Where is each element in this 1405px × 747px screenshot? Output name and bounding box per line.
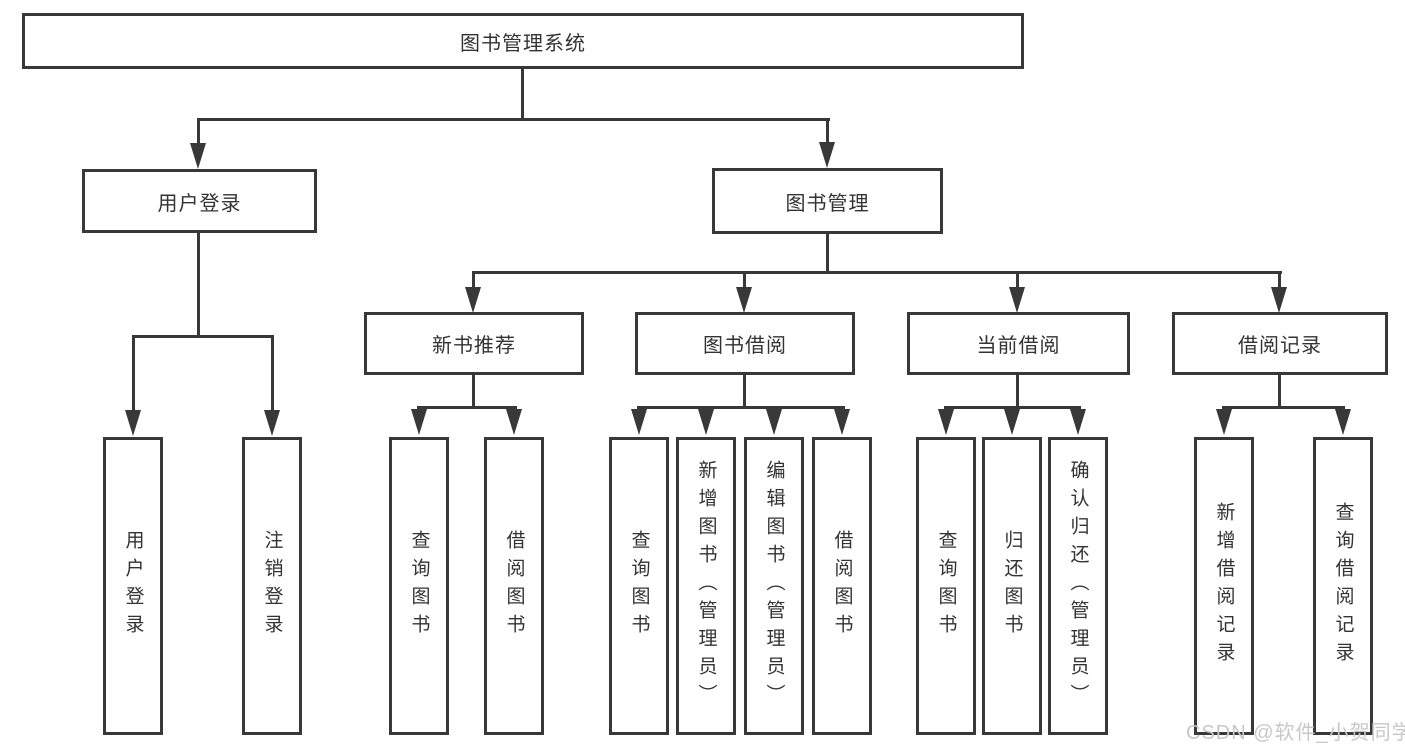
- edge-userlogin-c1: [132, 335, 135, 412]
- node-current-borrowing: 当前借阅: [907, 312, 1130, 375]
- arrowhead-icon: [1216, 409, 1232, 435]
- edge-newbook-stem: [472, 373, 475, 409]
- node-borrow-books-recommend: 借阅图书: [484, 437, 544, 735]
- edge-userlogin-bar: [132, 335, 274, 338]
- arrowhead-icon: [698, 409, 714, 435]
- edge-bookmgmt-bar: [472, 271, 1282, 274]
- leaf-label: 确认归还（管理员）: [1067, 460, 1089, 712]
- edge-bookborrow-stem: [743, 373, 746, 409]
- arrowhead-icon: [819, 142, 835, 168]
- node-confirm-return-admin: 确认归还（管理员）: [1048, 437, 1108, 735]
- arrowhead-icon: [736, 287, 752, 313]
- node-query-books-current: 查询图书: [916, 437, 976, 735]
- node-query-borrow-record: 查询借阅记录: [1313, 437, 1373, 735]
- arrowhead-icon: [190, 143, 206, 169]
- leaf-label: 编辑图书（管理员）: [763, 460, 785, 712]
- arrowhead-icon: [766, 409, 782, 435]
- edge-userlogin-c2: [271, 335, 274, 412]
- leaf-label: 查询借阅记录: [1332, 502, 1354, 670]
- leaf-label: 借阅图书: [503, 530, 525, 642]
- leaf-label: 用户登录: [122, 530, 144, 642]
- edge-userlogin-stem: [197, 231, 200, 338]
- edge-to-currentborrow: [1016, 271, 1019, 290]
- node-query-books-borrow: 查询图书: [609, 437, 669, 735]
- node-new-book-recommendation: 新书推荐: [364, 312, 584, 375]
- edge-borrowrecords-stem: [1278, 373, 1281, 409]
- edge-bookmgmt-stem: [826, 233, 829, 274]
- node-user-login-branch: 用户登录: [82, 169, 317, 233]
- edge-currentborrow-stem: [1016, 373, 1019, 409]
- arrowhead-icon: [1271, 287, 1287, 313]
- node-user-login: 用户登录: [103, 437, 163, 735]
- arrowhead-icon: [834, 409, 850, 435]
- leaf-label: 新增图书（管理员）: [695, 460, 717, 712]
- edge-to-user-login: [197, 118, 200, 150]
- arrowhead-icon: [1009, 287, 1025, 313]
- edge-root-stem: [521, 67, 524, 120]
- leaf-label: 借阅图书: [831, 530, 853, 642]
- arrowhead-icon: [465, 287, 481, 313]
- arrowhead-icon: [631, 409, 647, 435]
- edge-to-borrowrecords: [1278, 271, 1281, 290]
- node-book-borrowing: 图书借阅: [635, 312, 855, 375]
- arrowhead-icon: [1004, 409, 1020, 435]
- edge-bookborrow-bar: [637, 406, 845, 409]
- edge-root-bar: [197, 118, 830, 121]
- arrowhead-icon: [938, 409, 954, 435]
- node-add-books-admin: 新增图书（管理员）: [676, 437, 736, 735]
- arrowhead-icon: [411, 409, 427, 435]
- leaf-label: 归还图书: [1001, 530, 1023, 642]
- leaf-label: 查询图书: [408, 530, 430, 642]
- csdn-watermark: CSDN @软件_小贺同学: [1186, 722, 1405, 744]
- arrowhead-icon: [1070, 409, 1086, 435]
- node-query-books-recommend: 查询图书: [389, 437, 449, 735]
- leaf-label: 注销登录: [261, 530, 283, 642]
- edge-borrowrecords-bar: [1222, 406, 1345, 409]
- leaf-label: 查询图书: [628, 530, 650, 642]
- edge-newbook-bar: [417, 406, 517, 409]
- edge-to-bookborrow: [743, 271, 746, 290]
- leaf-label: 新增借阅记录: [1213, 502, 1235, 670]
- node-edit-books-admin: 编辑图书（管理员）: [744, 437, 804, 735]
- node-book-management: 图书管理: [712, 168, 943, 234]
- edge-to-newbook: [472, 271, 475, 290]
- node-library-system: 图书管理系统: [22, 13, 1024, 69]
- arrowhead-icon: [264, 410, 280, 436]
- node-add-borrow-record: 新增借阅记录: [1194, 437, 1254, 735]
- node-borrow-books: 借阅图书: [812, 437, 872, 735]
- node-return-books: 归还图书: [982, 437, 1042, 735]
- leaf-label: 查询图书: [935, 530, 957, 642]
- edge-currentborrow-bar: [944, 406, 1081, 409]
- node-logout: 注销登录: [242, 437, 302, 735]
- edge-to-book-mgmt: [826, 118, 829, 149]
- arrowhead-icon: [506, 409, 522, 435]
- arrowhead-icon: [125, 410, 141, 436]
- node-borrowing-records: 借阅记录: [1172, 312, 1388, 375]
- arrowhead-icon: [1335, 409, 1351, 435]
